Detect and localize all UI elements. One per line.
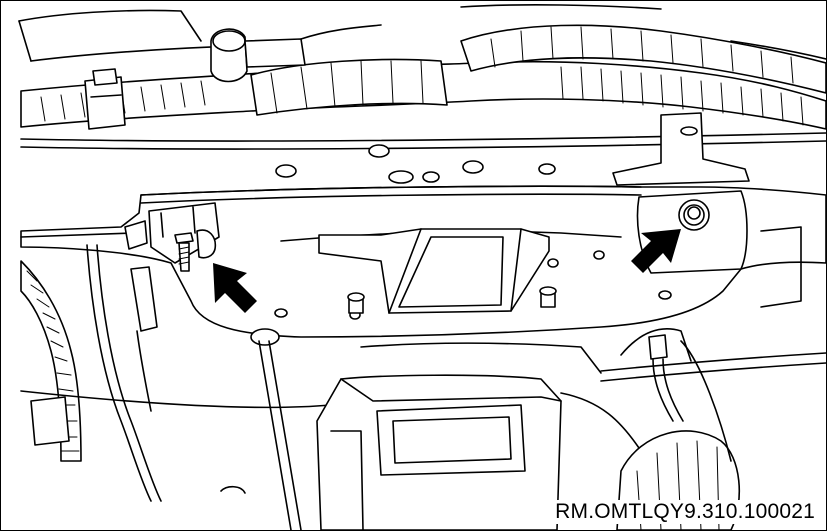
left-hose-assembly <box>20 244 162 502</box>
right-nut-arrow <box>631 229 681 273</box>
left-bolt-arrow <box>213 263 257 313</box>
center-recess <box>318 228 550 314</box>
lower-housing <box>316 374 562 530</box>
figure-reference-code: RM.OMTLQY9.310.100021 <box>552 500 818 524</box>
studs <box>347 286 557 314</box>
vertical-rods <box>258 340 302 530</box>
connector-plug <box>210 24 382 83</box>
main-wiring-harness <box>20 24 826 130</box>
nut <box>678 199 710 231</box>
right-hose <box>648 334 732 462</box>
left-mounting-bracket <box>124 202 220 264</box>
lower-frame <box>20 226 826 494</box>
harness-clip <box>84 68 126 130</box>
right-bracket <box>612 112 750 186</box>
bolt <box>174 229 217 272</box>
